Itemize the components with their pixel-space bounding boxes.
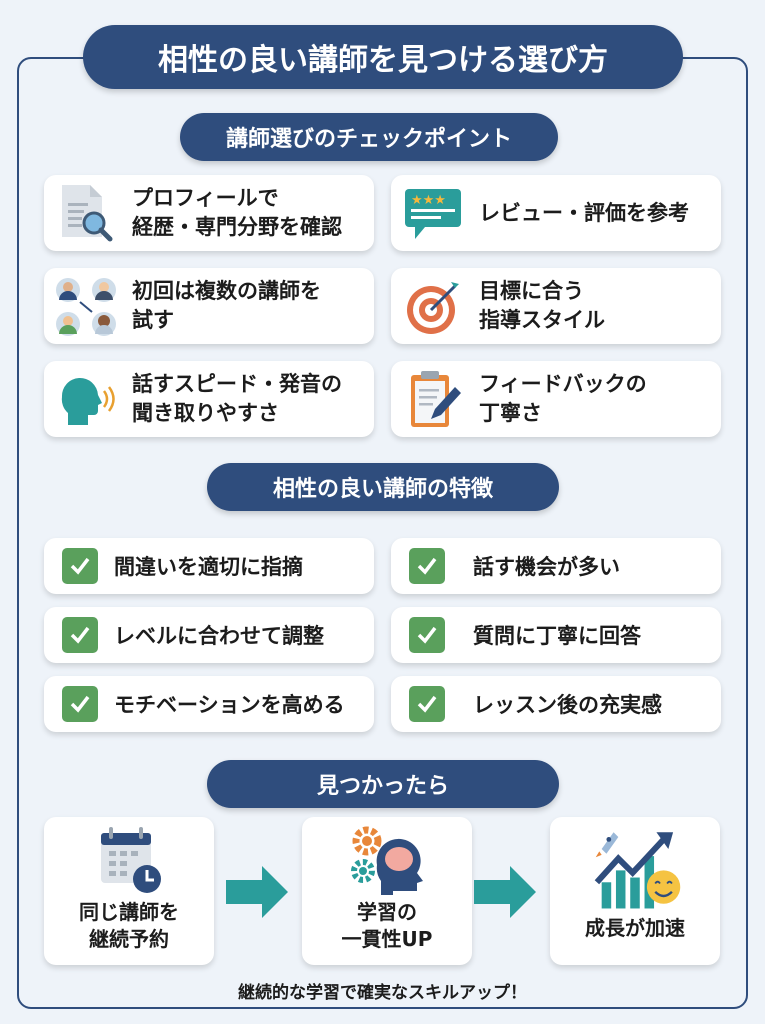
checkpoint-text-line1: レビュー・評価を参考 <box>479 200 689 225</box>
flow-step-card: 同じ講師を継続予約 <box>44 817 214 965</box>
feature-item: レベルに合わせて調整 <box>44 607 374 663</box>
checkpoint-text-line1: 初回は複数の講師を <box>132 279 321 303</box>
feature-item: 間違いを適切に指摘 <box>44 538 374 594</box>
feature-text: レッスン後の充実感 <box>473 693 662 717</box>
checkbox-icon <box>62 617 98 653</box>
checkpoint-text-line2: 経歴・専門分野を確認 <box>132 215 342 239</box>
feature-text: 話す機会が多い <box>473 555 620 579</box>
footer-tagline: 継続的な学習で確実なスキルアップ！ <box>238 983 527 1003</box>
checkpoint-card: 初回は複数の講師を試す <box>44 268 374 344</box>
checkpoint-text-line2: 試す <box>132 308 174 332</box>
section-heading-next: 見つかったら <box>207 760 559 808</box>
checkbox-icon <box>409 617 445 653</box>
arrow-right-icon <box>474 866 536 918</box>
calendar-clock-icon <box>101 827 161 893</box>
checkbox-icon <box>409 686 445 722</box>
growth-chart-icon <box>594 832 681 909</box>
flow-step-text-line1: 成長が加速 <box>585 916 685 940</box>
brain-gears-icon <box>351 826 423 895</box>
checkbox-icon <box>409 548 445 584</box>
review-stars-icon: ★★★ <box>405 189 461 239</box>
flow-step-card: 学習の一貫性UP <box>302 817 472 965</box>
feature-item: 話す機会が多い <box>391 538 721 594</box>
checkbox-icon <box>62 548 98 584</box>
checkpoint-text-line2: 指導スタイル <box>479 308 605 332</box>
multiple-teachers-icon <box>56 278 116 336</box>
feature-text: 間違いを適切に指摘 <box>114 555 303 579</box>
checkpoint-text-line2: 丁寧さ <box>479 401 542 425</box>
section-heading-checkpoints: 講師選びのチェックポイント <box>180 113 558 161</box>
checkpoint-card: ★★★ レビュー・評価を参考 <box>391 175 721 251</box>
checkpoint-card: 目標に合う指導スタイル <box>391 268 721 344</box>
arrow-right-icon <box>226 866 288 918</box>
section-heading-features: 相性の良い講師の特徴 <box>207 463 559 511</box>
target-icon <box>407 282 459 334</box>
speaking-head-icon <box>61 377 115 425</box>
feature-text: モチベーションを高める <box>114 693 345 717</box>
svg-text:★★★: ★★★ <box>411 193 446 208</box>
checkpoint-text-line1: 目標に合う <box>479 279 584 303</box>
feature-text: レベルに合わせて調整 <box>114 624 324 648</box>
checkpoint-card: プロフィールで経歴・専門分野を確認 <box>44 175 374 251</box>
feature-item: レッスン後の充実感 <box>391 676 721 732</box>
clipboard-pencil-icon <box>411 371 461 427</box>
checkpoint-card: フィードバックの丁寧さ <box>391 361 721 437</box>
feature-item: モチベーションを高める <box>44 676 374 732</box>
checkpoint-card: 話すスピード・発音の聞き取りやすさ <box>44 361 374 437</box>
checkpoint-text-line1: 話すスピード・発音の <box>132 372 342 396</box>
checkpoint-text-line1: フィードバックの <box>479 372 647 396</box>
feature-text: 質問に丁寧に回答 <box>473 624 641 648</box>
page-title: 相性の良い講師を見つける選び方 <box>83 25 683 89</box>
checkpoint-text-line2: 聞き取りやすさ <box>132 401 279 425</box>
flow-step-text-line2: 一貫性UP <box>341 927 433 951</box>
flow-step-text-line1: 学習の <box>357 900 417 924</box>
flow-step-text-line1: 同じ講師を <box>79 900 179 924</box>
checkpoint-text-line1: プロフィールで <box>132 186 279 210</box>
document-search-icon <box>62 185 113 242</box>
flow-step-card: 成長が加速 <box>550 817 720 965</box>
feature-item: 質問に丁寧に回答 <box>391 607 721 663</box>
flow-step-text-line2: 継続予約 <box>89 927 169 951</box>
checkbox-icon <box>62 686 98 722</box>
